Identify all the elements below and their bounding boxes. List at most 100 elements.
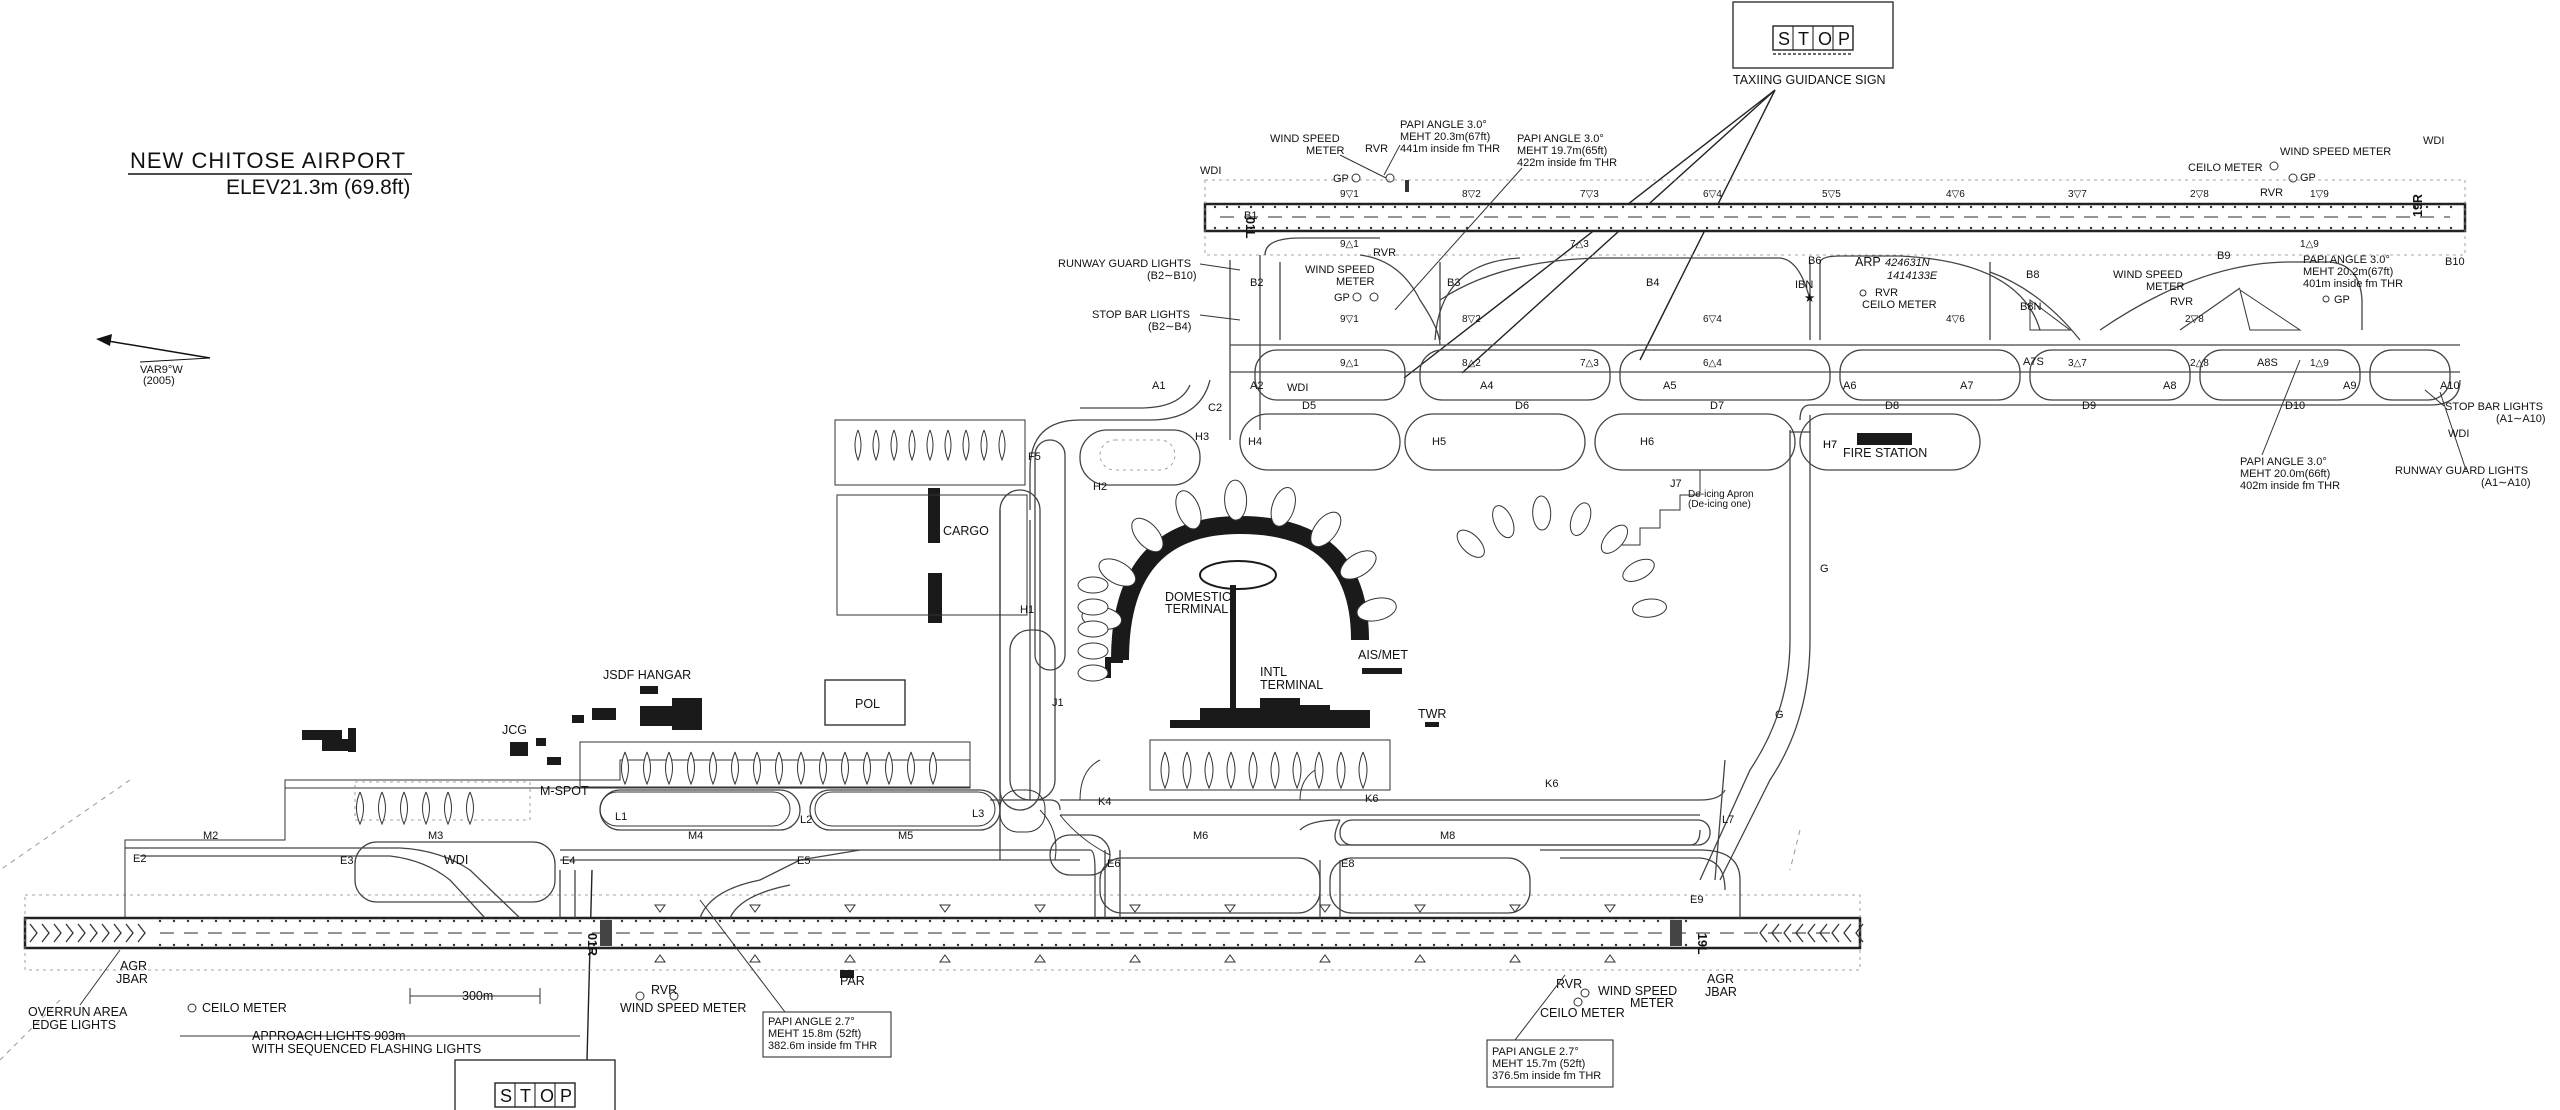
edge-light [1369, 205, 1373, 209]
edge-light [1656, 943, 1660, 947]
edge-light [1333, 205, 1337, 209]
edge-light [326, 919, 330, 923]
domestic-gates [1081, 479, 1397, 630]
edge-light [592, 919, 596, 923]
wind-speed-label: WIND SPEED METER [620, 1001, 746, 1015]
edge-light [718, 919, 722, 923]
edge-light [172, 919, 176, 923]
aircraft-stand [944, 429, 952, 462]
edge-light [1537, 226, 1541, 230]
taxiway-label: H6 [1640, 436, 1654, 448]
gate-stand [1131, 517, 1164, 553]
edge-light [886, 919, 890, 923]
overrun-chevron [89, 923, 98, 943]
papi-label: PAPI ANGLE 3.0° [1400, 119, 1487, 131]
edge-light [2149, 205, 2153, 209]
edge-light [1765, 205, 1769, 209]
edge-light [1561, 226, 1565, 230]
taxiway-label: D5 [1302, 400, 1316, 412]
taxiway-label: H5 [1432, 436, 1446, 448]
ibn-icon: ★ [1804, 291, 1815, 305]
guard-lights-label: RUNWAY GUARD LIGHTS [1058, 258, 1191, 270]
edge-light [1741, 205, 1745, 209]
edge-light [1345, 226, 1349, 230]
edge-light [522, 919, 526, 923]
ceilo-meter-label: CEILO METER [202, 1001, 287, 1015]
edge-light [2365, 205, 2369, 209]
aircraft-stand [621, 751, 629, 786]
edge-light [1765, 226, 1769, 230]
edge-light [1741, 226, 1745, 230]
runway-designator: 19R [2411, 194, 2425, 217]
edge-light [1446, 943, 1450, 947]
edge-light [1628, 943, 1632, 947]
edge-light [1945, 205, 1949, 209]
taxiway-label: D7 [1710, 400, 1724, 412]
edge-light [1393, 205, 1397, 209]
stop-bar-label: (A1∼A10) [2496, 413, 2546, 425]
edge-light [1362, 943, 1366, 947]
edge-light [1110, 919, 1114, 923]
edge-light [1369, 226, 1373, 230]
gate-stand [1492, 505, 1515, 539]
edge-light [564, 919, 568, 923]
edge-light [1292, 943, 1296, 947]
taxiway-label: L2 [800, 814, 812, 826]
edge-light [1278, 919, 1282, 923]
edge-light [956, 919, 960, 923]
edge-light [1642, 943, 1646, 947]
edge-light [424, 943, 428, 947]
edge-light [1250, 943, 1254, 947]
taxiway-label: A9 [2343, 380, 2356, 392]
edge-light [1026, 919, 1030, 923]
taxiway-label: A8S [2257, 357, 2278, 369]
edge-light [1348, 943, 1352, 947]
aircraft-stand [687, 751, 695, 786]
papi-label: MEHT 20.3m(67ft) [1400, 131, 1490, 143]
marker-triangle [1509, 954, 1521, 963]
edge-light [1657, 205, 1661, 209]
edge-light [1381, 205, 1385, 209]
edge-light [1040, 943, 1044, 947]
gate-stand [1204, 751, 1214, 790]
edge-light [830, 919, 834, 923]
edge-light [1825, 226, 1829, 230]
arp-latitude: 424631N [1885, 257, 1930, 269]
edge-light [1453, 226, 1457, 230]
edge-light [1753, 226, 1757, 230]
edge-light [1306, 943, 1310, 947]
agr-jbar-label: AGR [1707, 972, 1734, 986]
edge-light [1446, 919, 1450, 923]
edge-light [1194, 943, 1198, 947]
overrun-chevron [1831, 923, 1840, 943]
edge-light [1474, 919, 1478, 923]
gate-stand [1356, 597, 1397, 622]
edge-light [1558, 919, 1562, 923]
edge-light [746, 919, 750, 923]
edge-light [886, 943, 890, 947]
runway-north: 01L 19R [1203, 179, 2467, 256]
aircraft-stand [775, 751, 783, 786]
taxiway-label: M5 [898, 830, 913, 842]
agr-jbar-label: JBAR [116, 972, 148, 986]
south-apron-stands [356, 751, 937, 826]
overrun-area-chevrons [29, 923, 1864, 943]
taxiway-label: K4 [1098, 796, 1111, 808]
aircraft-stand [890, 429, 898, 462]
edge-light [410, 943, 414, 947]
edge-light [1921, 226, 1925, 230]
taxiway-label: E8 [1341, 858, 1354, 870]
wdi-label: WDI [1200, 165, 1221, 177]
overrun-chevron [41, 923, 50, 943]
edge-light [1321, 205, 1325, 209]
edge-light [1693, 226, 1697, 230]
edge-light [1897, 205, 1901, 209]
edge-light [1684, 919, 1688, 923]
edge-light [928, 919, 932, 923]
edge-light [270, 919, 274, 923]
edge-light [1432, 943, 1436, 947]
overrun-chevron [1807, 923, 1816, 943]
edge-light [1222, 919, 1226, 923]
edge-light [2413, 205, 2417, 209]
